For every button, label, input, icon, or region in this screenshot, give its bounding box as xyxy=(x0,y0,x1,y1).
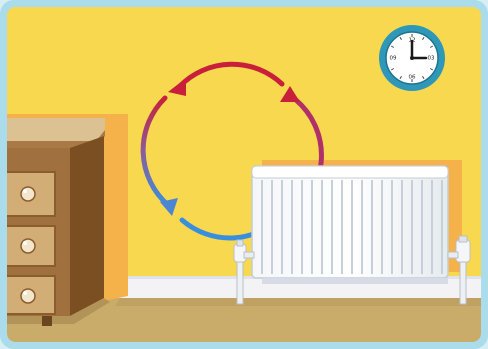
drawer-knob xyxy=(21,187,35,201)
radiator-icon xyxy=(234,166,470,304)
drawer-bottom xyxy=(5,276,55,314)
drawer-knob xyxy=(21,239,35,253)
pipe xyxy=(237,262,243,304)
pipe xyxy=(460,262,466,304)
clock-number-3: 03 xyxy=(428,56,435,62)
drawer-top xyxy=(5,172,55,216)
clock-icon: 12 03 06 09 xyxy=(379,25,445,91)
drawer-middle xyxy=(5,226,55,266)
drawer-knob xyxy=(21,289,35,303)
chest-of-drawers-icon xyxy=(0,118,110,326)
clock-number-6: 06 xyxy=(409,75,416,81)
clock-number-9: 09 xyxy=(390,56,397,62)
